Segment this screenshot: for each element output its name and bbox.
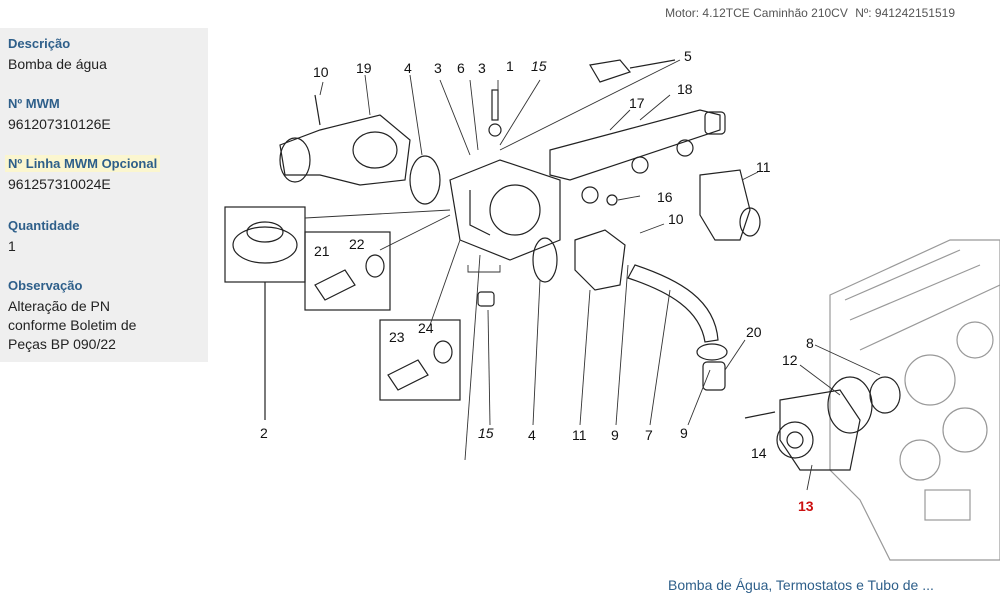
callout-8: 8 xyxy=(806,335,814,351)
callout-1: 1 xyxy=(506,58,514,74)
callout-4: 4 xyxy=(528,427,536,443)
field-mwm: Nº MWM 961207310126E xyxy=(8,96,111,134)
motor-info: Motor: 4.12TCE Caminhão 210CV xyxy=(665,6,848,20)
callout-10: 10 xyxy=(668,211,684,227)
water-manifold-drawing xyxy=(549,109,726,204)
linha-label: Nº Linha MWM Opcional xyxy=(5,155,161,172)
callout-3: 3 xyxy=(434,60,442,76)
flange-center-drawing xyxy=(574,229,626,291)
field-quantidade: Quantidade 1 xyxy=(8,218,80,256)
field-observacao: Observação Alteração de PN conforme Bole… xyxy=(8,278,136,354)
observacao-line: Peças BP 090/22 xyxy=(8,336,116,352)
callout-21: 21 xyxy=(314,243,330,259)
bolt-drawing xyxy=(491,89,499,121)
sensor-box-lower xyxy=(379,319,461,401)
linha-value: 961257310024E xyxy=(8,176,111,192)
callout-24: 24 xyxy=(418,320,434,336)
mwm-label: Nº MWM xyxy=(8,96,60,111)
callout-9: 9 xyxy=(611,427,619,443)
callout-5: 5 xyxy=(684,48,692,64)
callout-12: 12 xyxy=(782,352,798,368)
descricao-label: Descrição xyxy=(8,36,71,51)
mwm-value: 961207310126E xyxy=(8,116,111,132)
observacao-line: conforme Boletim de xyxy=(8,317,137,333)
callout-4: 4 xyxy=(404,60,412,76)
callout-3: 3 xyxy=(478,60,486,76)
callout-9: 9 xyxy=(680,425,688,441)
exploded-parts-diagram: 10 19 4 3 6 3 1 15 5 17 18 11 16 10 21 2… xyxy=(224,48,1000,561)
water-outlet-drawing xyxy=(279,94,411,186)
callout-6: 6 xyxy=(457,60,465,76)
o-ring-4a xyxy=(409,155,441,205)
callout-23: 23 xyxy=(389,329,405,345)
callout-7: 7 xyxy=(645,427,653,443)
bracket-drawing xyxy=(467,265,501,273)
descricao-value: Bomba de água xyxy=(8,56,107,72)
callout-2: 2 xyxy=(260,425,268,441)
flange-drawing xyxy=(699,169,761,241)
washer-drawing xyxy=(488,123,502,137)
details-panel: Descrição Bomba de água Nº MWM 961207310… xyxy=(0,28,208,362)
o-ring-16-drawing xyxy=(606,194,618,206)
callout-14: 14 xyxy=(751,445,767,461)
callout-11: 11 xyxy=(572,427,587,443)
callout-15: 15 xyxy=(478,425,494,441)
callout-11: 11 xyxy=(756,159,771,175)
callout-16: 16 xyxy=(657,189,673,205)
header: Motor: 4.12TCE Caminhão 210CV Nº: 941242… xyxy=(661,6,955,20)
part-number: Nº: 941242151519 xyxy=(855,6,955,20)
water-pump-drawing xyxy=(744,376,901,471)
callout-19: 19 xyxy=(356,60,372,76)
observacao-value: Alteração de PN conforme Boletim de Peça… xyxy=(8,297,136,354)
callout-18: 18 xyxy=(677,81,693,97)
thermostat-housing-drawing xyxy=(449,159,561,261)
engine-block-drawing xyxy=(829,239,1000,561)
callout-15: 15 xyxy=(531,58,547,74)
quantidade-label: Quantidade xyxy=(8,218,80,233)
thermostat-box xyxy=(224,206,306,420)
plug-15-drawing xyxy=(477,291,495,307)
observacao-line: Alteração de PN xyxy=(8,298,110,314)
callout-10: 10 xyxy=(313,64,329,80)
clamp-drawing xyxy=(696,343,728,391)
o-ring-4b xyxy=(532,237,558,283)
temperature-sensor-drawing xyxy=(589,59,676,83)
field-linha: Nº Linha MWM Opcional 961257310024E xyxy=(5,155,161,194)
callout-20: 20 xyxy=(746,324,762,340)
callout-17: 17 xyxy=(629,95,645,111)
diagram-link[interactable]: Bomba de Água, Termostatos e Tubo de ... xyxy=(668,577,934,593)
callout-13-selected: 13 xyxy=(798,498,814,514)
quantidade-value: 1 xyxy=(8,238,16,254)
hose-drawing xyxy=(627,264,719,343)
sensor-box-upper xyxy=(304,231,391,311)
callout-22: 22 xyxy=(349,236,365,252)
observacao-label: Observação xyxy=(8,278,83,293)
field-descricao: Descrição Bomba de água xyxy=(8,36,107,74)
